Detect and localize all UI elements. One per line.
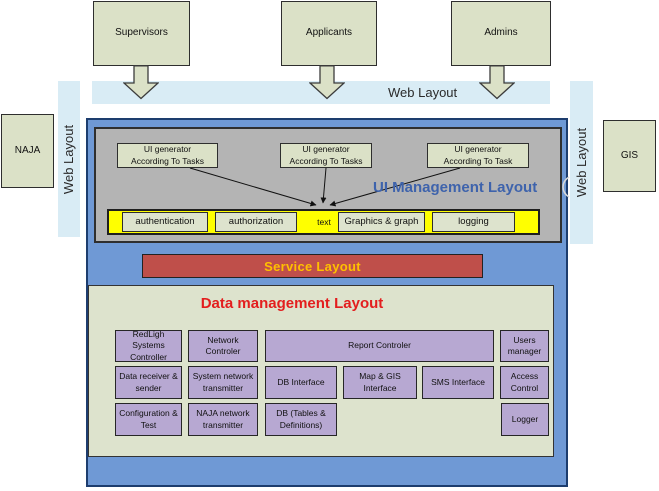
data-box-label: DB (Tables & Definitions) — [276, 408, 326, 430]
data-box-label: Logger — [511, 413, 539, 424]
data-box-db-tables-definitions: DB (Tables & Definitions) — [265, 403, 337, 436]
data-box-label: Map & GIS Interface — [359, 371, 401, 393]
actor-box-admins: Admins — [451, 1, 551, 66]
service-layout-title: Service Layout — [264, 258, 361, 274]
data-box-network-controler: Network Controler — [188, 330, 258, 362]
service-label: logging — [458, 216, 489, 228]
down-block-arrow-icon — [123, 65, 159, 100]
data-box-configuration-test: Configuration & Test — [115, 403, 182, 436]
actor-label: Admins — [484, 27, 518, 39]
service-label: Graphics & graph — [344, 216, 419, 228]
data-management-layout-title: Data management Layout — [200, 295, 384, 312]
service-label: authorization — [228, 216, 284, 228]
data-box-label: SMS Interface — [431, 376, 485, 387]
data-box-redligh-systems-controller: RedLigh Systems Controller — [115, 329, 182, 362]
web-layout-top-label: Web Layout — [388, 85, 458, 100]
service-label: text — [317, 217, 331, 227]
service-label-text: text — [308, 212, 340, 232]
data-box-label: Data receiver & sender — [119, 371, 178, 393]
service-layout-bar: Service Layout — [142, 254, 483, 278]
data-box-label: RedLigh Systems Controller — [130, 329, 167, 362]
service-box-logging: logging — [432, 212, 515, 232]
actor-label: Applicants — [305, 27, 353, 39]
data-box-logger: Logger — [501, 403, 549, 436]
web-layout-right-label: Web Layout — [574, 127, 590, 198]
ui-management-layout-title: UI Management Layout — [373, 179, 538, 196]
data-box-data-receiver-sender: Data receiver & sender — [115, 366, 182, 399]
external-box-gis: GIS — [603, 120, 656, 192]
data-box-report-controler: Report Controler — [265, 330, 494, 362]
web-layout-band-left: Web Layout — [58, 81, 80, 237]
data-box-label: DB Interface — [277, 376, 325, 387]
service-box-graphics-graph: Graphics & graph — [338, 212, 425, 232]
data-box-map-gis-interface: Map & GIS Interface — [343, 366, 417, 399]
external-box-naja: NAJA — [1, 114, 54, 188]
data-box-label: Network Controler — [205, 334, 241, 356]
actor-box-supervisors: Supervisors — [93, 1, 190, 66]
service-box-authorization: authorization — [215, 212, 297, 232]
data-box-label: Configuration & Test — [119, 408, 178, 430]
data-box-label: System network transmitter — [192, 371, 254, 393]
data-box-users-manager: Users manager — [500, 330, 549, 362]
web-layout-left-label: Web Layout — [61, 124, 77, 194]
right-chevron-icon — [558, 176, 572, 198]
down-block-arrow-icon — [479, 65, 515, 100]
naja-label: NAJA — [14, 144, 41, 156]
data-box-label: Users manager — [507, 334, 542, 356]
actor-box-applicants: Applicants — [281, 1, 377, 66]
data-box-system-network-transmitter: System network transmitter — [188, 366, 258, 399]
data-box-access-control: Access Control — [500, 366, 549, 399]
data-box-naja-network-transmitter: NAJA network transmitter — [188, 403, 258, 436]
web-layout-band-right: Web Layout — [570, 81, 593, 244]
data-box-label: Access Control — [510, 371, 539, 393]
data-box-label: Report Controler — [348, 340, 411, 351]
actor-label: Supervisors — [115, 27, 168, 39]
data-box-db-interface: DB Interface — [265, 366, 337, 399]
gis-label: GIS — [620, 149, 639, 161]
connector-arrows — [94, 127, 562, 243]
down-block-arrow-icon — [309, 65, 345, 100]
data-box-label: NAJA network transmitter — [196, 408, 250, 430]
data-box-sms-interface: SMS Interface — [422, 366, 494, 399]
service-label: authentication — [135, 216, 195, 228]
service-box-authentication: authentication — [122, 212, 208, 232]
